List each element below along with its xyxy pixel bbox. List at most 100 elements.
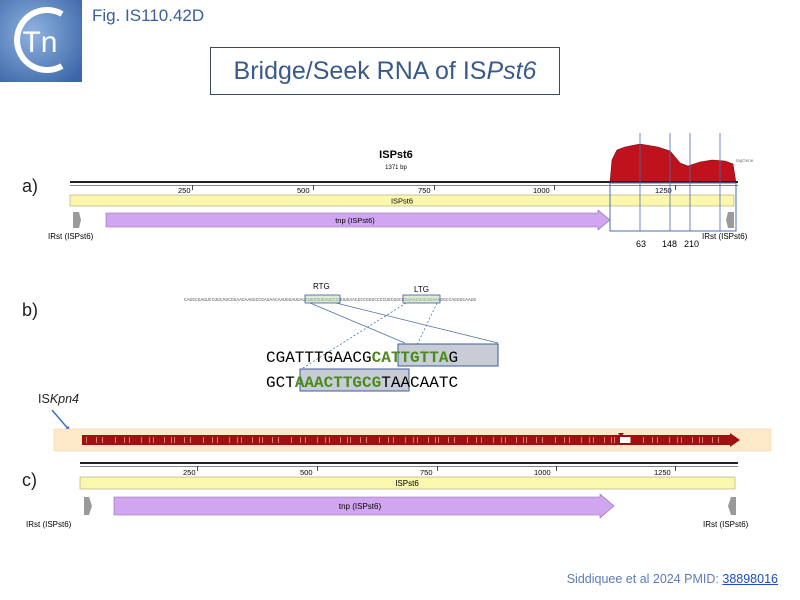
tn-logo-graphic: Tn	[0, 0, 82, 82]
figure-label: Fig. IS110.42D	[92, 6, 205, 25]
tick-mark	[434, 185, 435, 190]
track-stripe	[681, 437, 682, 443]
track-stripe	[115, 437, 116, 443]
track-stripe	[581, 437, 582, 443]
track-stripe	[417, 437, 418, 443]
track-stripe	[171, 437, 172, 443]
bottom-highlight-box	[299, 368, 410, 392]
track-stripe	[291, 437, 292, 443]
ruler-ticks: 250 500 750 1000 1250	[183, 466, 676, 477]
ir-right-label: IRst (ISPst6)	[703, 520, 749, 529]
track-stripe	[448, 437, 449, 443]
rtg-box	[304, 294, 341, 304]
tick-mark	[197, 466, 198, 471]
track-stripe	[630, 437, 631, 443]
position-label: 63	[636, 239, 646, 249]
track-stripe	[501, 437, 502, 443]
tick-label: 250	[178, 186, 191, 195]
connector-line-dashed	[302, 302, 407, 369]
ir-left-label: IRst (ISPst6)	[48, 232, 94, 241]
tick-label: 750	[420, 468, 433, 477]
track-stripe	[259, 437, 260, 443]
tick-label: 250	[183, 468, 196, 477]
track-stripes	[86, 437, 719, 443]
track-stripe	[611, 437, 612, 443]
ltg-box	[402, 294, 441, 304]
track-stripe	[164, 437, 165, 443]
track-stripe	[428, 437, 429, 443]
ir-left-mark	[84, 497, 92, 515]
track-stripe	[153, 437, 154, 443]
tick-mark	[192, 185, 193, 190]
connector-line	[335, 302, 499, 344]
tnp-arrow-label: tnp (ISPst6)	[339, 502, 382, 511]
iskpn4-italic: Kpn4	[49, 392, 80, 406]
track-stripe	[657, 437, 658, 443]
ir-left-label: IRst (ISPst6)	[26, 520, 72, 529]
ruler-line	[80, 462, 738, 464]
pmid-link[interactable]: 38898016	[722, 572, 778, 586]
track-stripe	[237, 437, 238, 443]
track-stripe	[379, 437, 380, 443]
track-stripe	[405, 437, 406, 443]
tick-mark	[317, 466, 318, 471]
track-stripe	[493, 437, 494, 443]
top-highlight-box	[397, 343, 499, 367]
iskpn4-prefix: IS	[38, 392, 50, 406]
track-stripe	[481, 437, 482, 443]
track-stripe	[435, 437, 436, 443]
track-stripe	[652, 437, 653, 443]
tick-mark	[437, 466, 438, 471]
tick-mark	[313, 185, 314, 190]
selection-box	[609, 182, 737, 232]
track-stripe	[149, 437, 150, 443]
position-label: 210	[684, 239, 699, 249]
track-stripe	[272, 437, 273, 443]
seq-top-pre: CGATTTGAACG	[266, 349, 372, 367]
track-stripe	[604, 437, 605, 443]
track-stripe	[305, 437, 306, 443]
track-stripe	[454, 437, 455, 443]
track-stripe	[278, 437, 279, 443]
ir-right-mark	[726, 212, 734, 228]
track-stripe	[141, 437, 142, 443]
tnp-arrow	[113, 493, 615, 519]
track-stripe	[467, 437, 468, 443]
track-stripe	[124, 437, 125, 443]
tick-label: 1250	[654, 468, 671, 477]
rtg-label: RTG	[313, 282, 330, 291]
track-stripe	[569, 437, 570, 443]
tick-mark	[675, 466, 676, 471]
title-italic: Pst6	[486, 56, 537, 85]
tn-logo: Tn	[0, 0, 82, 82]
track-stripe	[212, 437, 213, 443]
track-stripe	[217, 437, 218, 443]
track-stripe	[505, 437, 506, 443]
track-stripe	[702, 437, 703, 443]
tick-label: 1250	[655, 186, 672, 195]
ruler-line-2	[80, 466, 738, 467]
track-stripe	[317, 437, 318, 443]
track-stripe	[593, 437, 594, 443]
title-prefix: Bridge/Seek RNA of IS	[233, 56, 487, 85]
track-stripe	[542, 437, 543, 443]
tick-label: 500	[300, 468, 313, 477]
track-stripe	[699, 437, 700, 443]
track-stripe	[262, 437, 263, 443]
seq-top-highlight: CATTGTTA	[372, 349, 449, 367]
track-stripe	[669, 437, 670, 443]
tick-label: 500	[297, 186, 310, 195]
position-label: 148	[662, 239, 677, 249]
target-sequence-top: CGATTTGAACGCATTGTTAG	[266, 349, 458, 367]
element-bar	[79, 476, 736, 490]
insertion-marker	[618, 433, 624, 437]
tnp-arrow-label: tnp (ISPst6)	[335, 216, 375, 225]
track-stripe	[523, 437, 524, 443]
track-stripe	[564, 437, 565, 443]
seq-bottom-pre: GCT	[266, 374, 295, 392]
track-stripe	[516, 437, 517, 443]
seq-bottom-highlight: AAACTTGCG	[295, 374, 381, 392]
logo-text: Tn	[22, 26, 57, 59]
track-stripe	[96, 437, 97, 443]
panel-c-map: 250 500 750 1000 1250 ISPst6 tnp (ISPst6…	[26, 409, 772, 529]
